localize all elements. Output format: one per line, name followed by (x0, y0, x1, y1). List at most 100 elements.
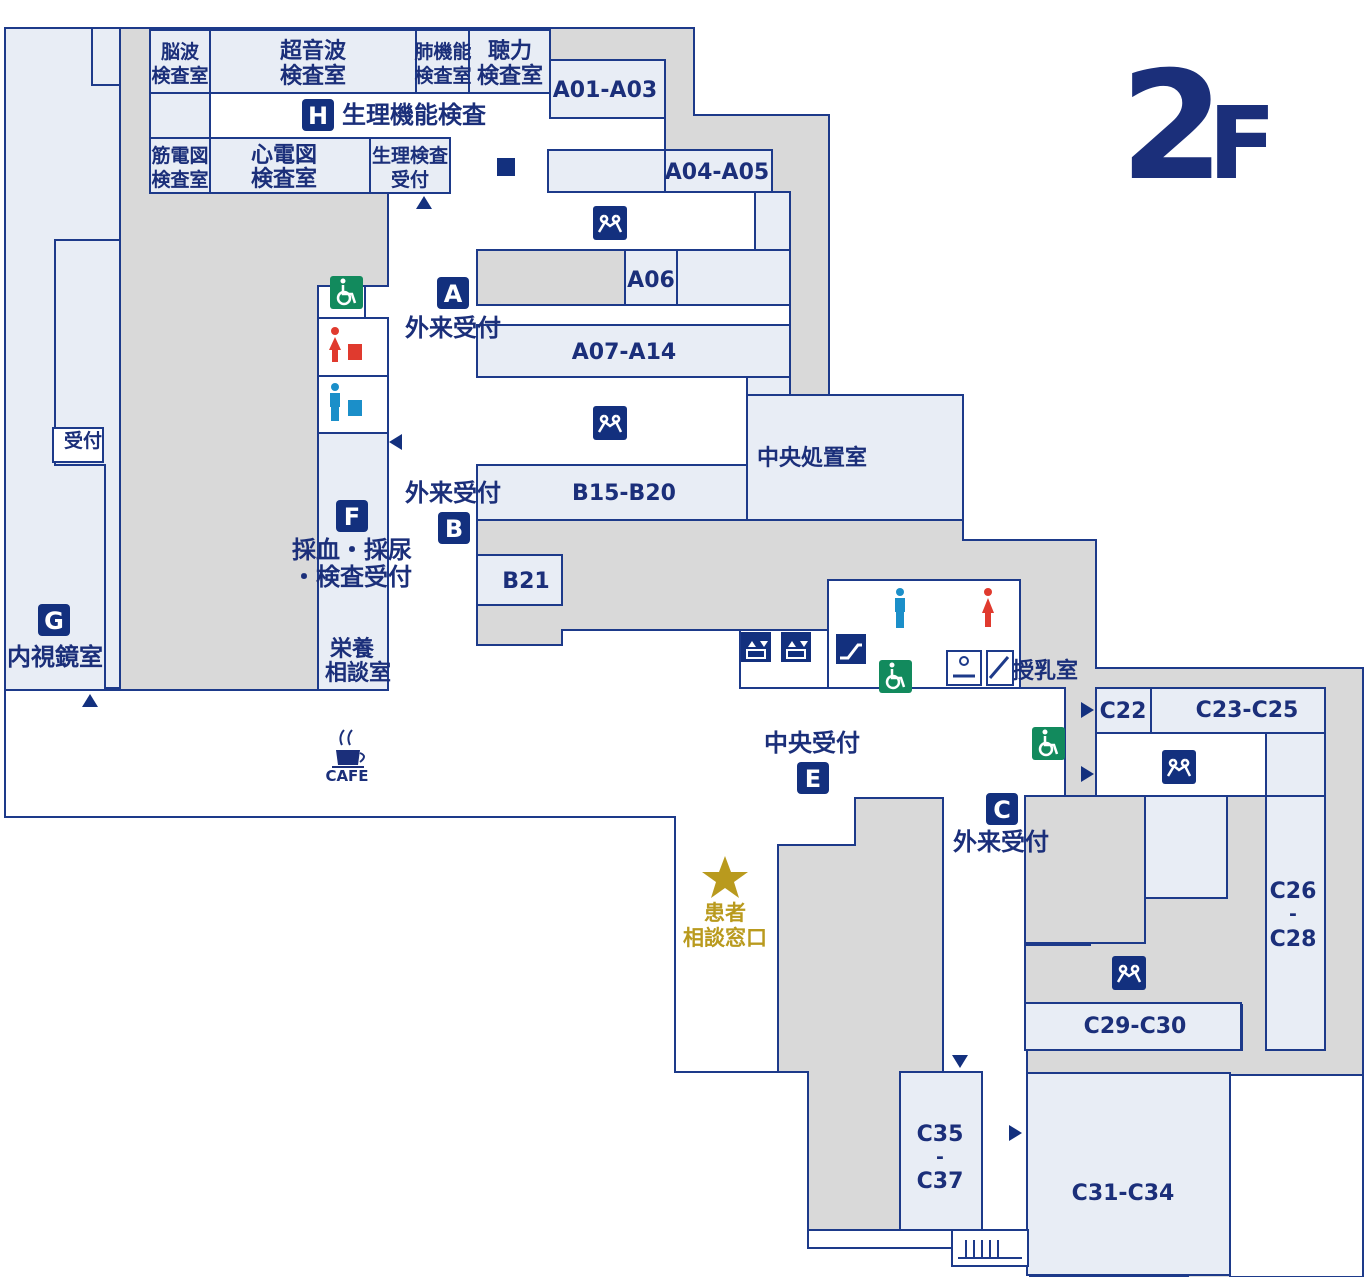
arrow-up (82, 694, 98, 707)
room-small-reception (52, 427, 104, 463)
waiting-seat-icon (1162, 750, 1196, 784)
label-b15-b20: B15-B20 (572, 481, 676, 506)
room-a14-tail (746, 376, 791, 396)
label-brain-2: 検査室 (151, 64, 208, 87)
badge-e (797, 762, 829, 794)
label-hearing-1: 聴力 (488, 39, 532, 64)
label-nutrition-1: 栄養 (329, 636, 374, 662)
room-physio-reception (369, 137, 451, 194)
square-marker (497, 158, 515, 176)
label-ultrasound-1: 超音波 (280, 38, 347, 64)
label-b21: B21 (502, 569, 549, 594)
badge-g-label: G (44, 607, 64, 635)
room-c29-c30 (1024, 1002, 1242, 1051)
label-consult-1: 患者 (704, 901, 746, 925)
label-c37: C37 (917, 1169, 964, 1194)
label-outpatient-b: 外来受付 (405, 479, 501, 507)
waiting-seat-icon (1112, 956, 1146, 990)
room-blank (149, 92, 211, 139)
room-ultrasound (209, 29, 417, 94)
label-blood-1: 採血・採尿 (292, 536, 412, 564)
label-nursing: 授乳室 (1012, 658, 1078, 684)
label-c23-c25: C23-C25 (1196, 698, 1299, 723)
label-central-reception: 中央受付 (764, 729, 860, 757)
room-a07-a14 (476, 324, 791, 378)
cafe-icon (332, 729, 365, 768)
label-c35: C35 (917, 1122, 964, 1147)
star-icon (702, 856, 748, 898)
arrow-right (1081, 702, 1094, 718)
male-toilet-icon (895, 588, 905, 628)
badge-b-label: B (445, 515, 463, 543)
wheelchair-icon (879, 660, 912, 693)
label-consult-2: 相談窓口 (683, 926, 767, 950)
room-a04-a05 (664, 149, 773, 193)
room-c-mid (1144, 795, 1228, 899)
label-physiology: 生理機能検査 (342, 101, 486, 129)
label-c31-c34: C31-C34 (1072, 1181, 1175, 1206)
arrow-down (952, 1055, 968, 1068)
male-toilet-icon (330, 383, 362, 421)
label-hearing-2: 検査室 (477, 63, 543, 89)
label-blood-2: ・検査受付 (292, 563, 412, 591)
badge-c (986, 793, 1018, 825)
wheelchair-icon (1032, 727, 1065, 760)
label-central-treatment: 中央処置室 (757, 445, 867, 471)
badge-a-label: A (444, 280, 463, 308)
waiting-seat-icon (593, 206, 627, 240)
room-b21 (476, 554, 563, 606)
elevator-icon (741, 632, 771, 662)
waiting-seat-icon (593, 406, 627, 440)
elevator-icon (781, 632, 811, 662)
label-a07-a14: A07-A14 (572, 340, 676, 365)
gray-block-a06 (476, 249, 626, 306)
room-central-treatment (746, 394, 964, 521)
room-c31-c34 (1026, 1072, 1231, 1276)
label-reception-small: 受付 (64, 429, 102, 452)
gray-block-c (1024, 795, 1146, 944)
label-nutrition-2: 相談室 (325, 660, 391, 686)
label-ecg-1: 心電図 (251, 143, 317, 168)
label-a04-a05: A04-A05 (665, 160, 769, 185)
room-a04-left (547, 149, 666, 193)
stairs-icon (958, 1240, 1022, 1259)
label-a06: A06 (627, 268, 675, 293)
arrow-up (416, 196, 432, 209)
room-hearing (468, 29, 551, 94)
arrow-right (1081, 766, 1094, 782)
room-a06-side (676, 249, 791, 306)
room-c25-side (1265, 732, 1326, 797)
label-physio-reception-1: 生理検査 (372, 144, 449, 167)
room-c22 (1095, 687, 1152, 734)
badge-b (438, 512, 470, 544)
label-brain-1: 脳波 (160, 40, 200, 63)
label-c29-c30: C29-C30 (1084, 1014, 1187, 1039)
label-cafe: CAFE (325, 767, 368, 785)
floor-suffix: F (1208, 85, 1276, 202)
label-c22: C22 (1100, 699, 1147, 724)
female-toilet-icon (982, 588, 994, 627)
label-c28: C28 (1270, 927, 1317, 952)
label-lung-1: 肺機能 (414, 40, 471, 63)
label-outpatient-c: 外来受付 (953, 828, 1049, 856)
room-c35-c37 (899, 1071, 983, 1231)
badge-h (302, 99, 334, 131)
label-c26: C26 (1270, 879, 1317, 904)
badge-h-label: H (308, 102, 328, 130)
label-outpatient-a: 外来受付 (405, 314, 501, 342)
room-ecg (209, 137, 371, 194)
room-emg (149, 137, 211, 194)
room-a06 (624, 249, 678, 306)
female-toilet-icon (329, 327, 362, 362)
label-c35-dash: - (936, 1146, 944, 1168)
badge-c-label: C (993, 796, 1011, 824)
label-endoscopy: 内視鏡室 (7, 643, 103, 671)
arrow-left (389, 434, 402, 450)
badge-f (336, 500, 368, 532)
label-a01-a03: A01-A03 (553, 78, 657, 103)
wheelchair-icon (330, 276, 363, 309)
room-endoscopy (4, 27, 121, 691)
label-ecg-2: 検査室 (251, 166, 317, 192)
label-emg-2: 検査室 (151, 168, 208, 191)
